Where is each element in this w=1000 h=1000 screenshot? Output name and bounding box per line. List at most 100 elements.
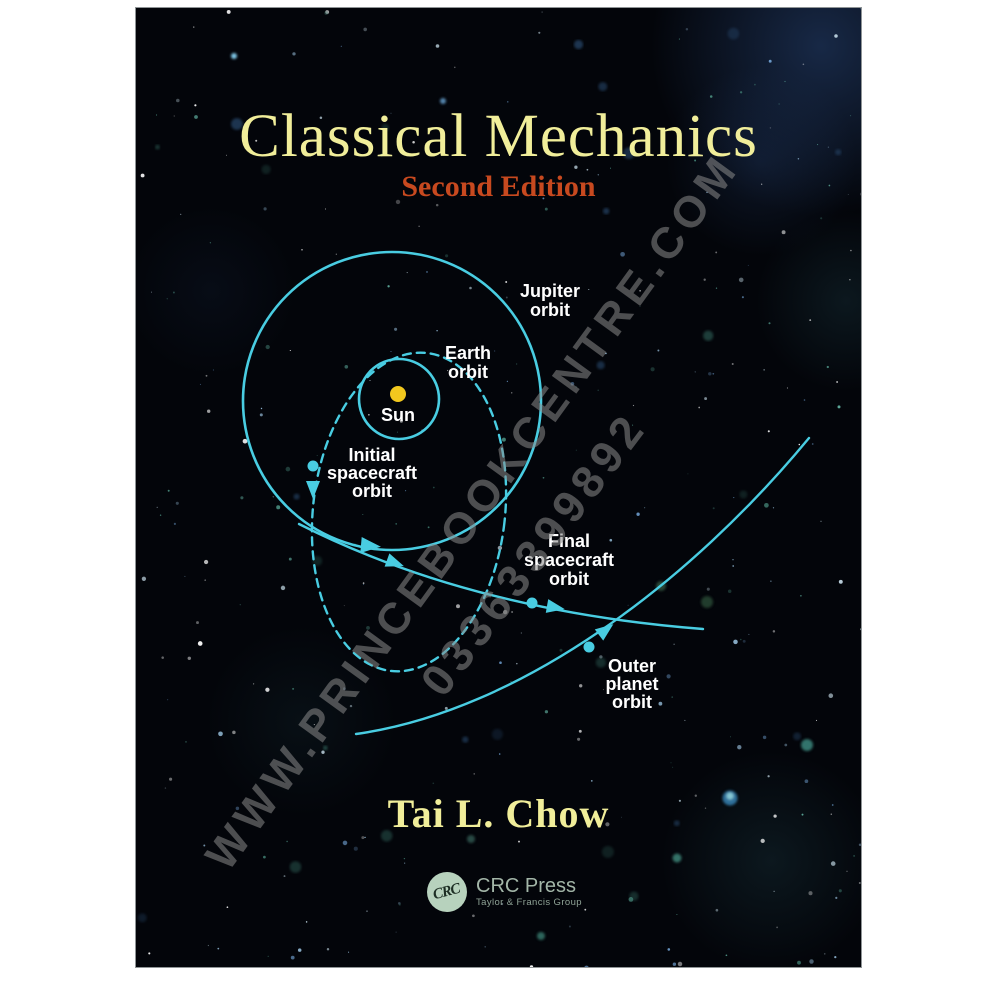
star: [324, 11, 329, 15]
fuzzy-star: [289, 861, 302, 873]
star: [715, 287, 718, 289]
fuzzy-star: [312, 555, 323, 566]
star: [156, 506, 158, 509]
star: [259, 413, 263, 417]
star: [502, 609, 508, 615]
star: [828, 184, 831, 187]
star: [715, 908, 719, 912]
right-arrow-icon: [360, 537, 381, 553]
star: [395, 523, 398, 525]
star: [209, 242, 211, 244]
star: [712, 507, 715, 510]
star: [473, 773, 475, 775]
star: [403, 857, 406, 860]
star: [760, 838, 765, 844]
star: [218, 731, 223, 737]
star-blob: [801, 739, 813, 751]
jupiter-orbit-circle: [241, 250, 543, 552]
star: [445, 254, 449, 258]
star: [366, 910, 368, 912]
star: [326, 948, 330, 951]
star: [203, 559, 209, 565]
star: [173, 522, 176, 526]
star: [286, 840, 288, 843]
final-spacecraft-orbit-label: spacecraft: [524, 550, 614, 570]
star: [639, 290, 641, 292]
star: [395, 931, 397, 933]
outer-planet-orbit-label: orbit: [612, 692, 652, 712]
star: [500, 902, 504, 906]
star: [363, 27, 368, 32]
star: [778, 103, 780, 105]
star: [671, 696, 674, 698]
star: [737, 745, 742, 750]
fuzzy-star: [261, 164, 271, 175]
publisher-tagline: Taylor & Francis Group: [476, 897, 582, 908]
star: [858, 882, 861, 884]
star: [747, 264, 749, 266]
edition-subtitle: Second Edition: [401, 170, 596, 203]
star: [454, 66, 456, 69]
star: [741, 296, 744, 299]
star: [324, 208, 327, 210]
star: [469, 286, 472, 290]
star: [588, 288, 590, 291]
star: [678, 38, 680, 40]
star: [435, 44, 440, 48]
star: [507, 101, 509, 103]
star: [687, 473, 689, 475]
star: [340, 45, 342, 47]
star: [529, 965, 534, 967]
fuzzy-star: [137, 913, 147, 923]
star: [578, 729, 582, 733]
star: [167, 489, 170, 492]
star: [285, 466, 291, 472]
star: [199, 383, 201, 385]
star: [335, 253, 337, 255]
star: [698, 406, 701, 409]
star: [544, 710, 549, 714]
star: [405, 490, 407, 492]
star: [380, 153, 383, 157]
star: [754, 83, 756, 86]
star: [676, 914, 678, 915]
star: [575, 291, 578, 293]
fuzzy-star: [602, 207, 610, 215]
star: [484, 946, 486, 948]
star: [708, 372, 712, 376]
star: [225, 154, 228, 156]
star: [575, 386, 578, 388]
star: [212, 369, 214, 371]
star: [321, 750, 325, 754]
star: [781, 230, 786, 235]
star: [217, 947, 220, 950]
crc-logo-text: CRC: [431, 880, 462, 903]
star: [542, 197, 545, 200]
star: [858, 843, 861, 847]
star: [292, 52, 296, 56]
star: [511, 392, 513, 394]
star: [725, 954, 728, 957]
star: [196, 621, 199, 625]
nebula: [661, 751, 861, 967]
star: [639, 686, 642, 689]
star: [732, 565, 735, 567]
star: [305, 921, 308, 923]
star: [263, 207, 267, 211]
star: [605, 822, 610, 827]
earth-orbit-label: Earth: [445, 343, 491, 363]
star: [342, 687, 346, 691]
star: [516, 662, 518, 665]
star: [325, 10, 330, 14]
up-right-arrow-icon: [594, 624, 614, 641]
star: [538, 561, 541, 564]
star: [301, 248, 303, 251]
star: [426, 271, 428, 273]
star: [570, 381, 575, 386]
star: [706, 587, 710, 591]
star: [733, 497, 735, 499]
star: [361, 836, 365, 840]
fuzzy-star: [595, 657, 607, 668]
star: [776, 926, 778, 929]
book-title: Classical Mechanics: [239, 103, 758, 170]
